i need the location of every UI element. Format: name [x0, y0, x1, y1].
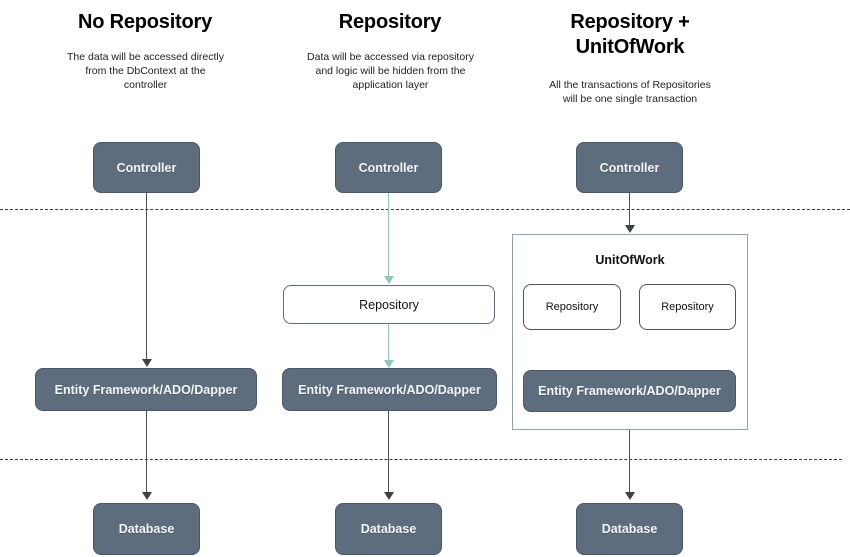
column-description-repository: Data will be accessed via repository and… — [307, 51, 474, 91]
layer-separator-bottom — [0, 459, 842, 460]
node-label: Controller — [358, 160, 419, 175]
node-label: Database — [360, 522, 417, 536]
node-label: Database — [601, 522, 658, 536]
node-label: Controller — [599, 160, 660, 175]
node-repository-1-col3[interactable]: Repository — [523, 284, 621, 330]
node-label: Entity Framework/ADO/Dapper — [54, 382, 238, 397]
column-description-no-repository: The data will be accessed directly from … — [67, 51, 224, 91]
connector-controller-to-unitofwork-col3 — [629, 193, 630, 226]
node-repository-col2[interactable]: Repository — [283, 285, 495, 324]
arrowhead-repository-col2 — [384, 276, 394, 284]
connector-repository-to-dataaccess-col2 — [388, 324, 389, 361]
node-controller-col3[interactable]: Controller — [576, 142, 683, 193]
arrowhead-unitofwork-col3 — [625, 225, 635, 233]
column-title-no-repository: No Repository — [77, 11, 213, 33]
arrowhead-database-col2 — [384, 492, 394, 500]
node-data-access-col2[interactable]: Entity Framework/ADO/Dapper — [282, 368, 497, 411]
node-database-col2[interactable]: Database — [335, 503, 442, 555]
node-controller-col1[interactable]: Controller — [93, 142, 200, 193]
connector-unitofwork-to-database-col3 — [629, 430, 630, 493]
node-data-access-col1[interactable]: Entity Framework/ADO/Dapper — [35, 368, 257, 411]
node-label: Repository — [359, 297, 419, 312]
layer-separator-top — [0, 209, 850, 210]
node-database-col1[interactable]: Database — [93, 503, 200, 555]
connector-dataaccess-to-database-col2 — [388, 411, 389, 493]
column-title-repository-unitofwork: Repository + UnitOfWork — [570, 11, 690, 58]
arrowhead-database-col3 — [625, 492, 635, 500]
node-repository-2-col3[interactable]: Repository — [639, 284, 736, 330]
node-label: Repository — [545, 301, 599, 313]
connector-controller-to-repository-col2 — [388, 193, 389, 277]
connector-controller-to-dataaccess-col1 — [146, 193, 147, 360]
column-description-repository-unitofwork: All the transactions of Repositories wil… — [549, 79, 711, 105]
unitofwork-title: UnitOfWork — [595, 253, 665, 267]
node-data-access-col3[interactable]: Entity Framework/ADO/Dapper — [523, 370, 736, 412]
node-label: Repository — [661, 301, 714, 313]
arrowhead-dataaccess-col1 — [142, 359, 152, 367]
node-label: Entity Framework/ADO/Dapper — [298, 382, 481, 397]
column-title-repository: Repository — [338, 11, 442, 33]
node-label: Entity Framework/ADO/Dapper — [538, 384, 721, 398]
arrowhead-dataaccess-col2 — [384, 360, 394, 368]
node-controller-col2[interactable]: Controller — [335, 142, 442, 193]
arrowhead-database-col1 — [142, 492, 152, 500]
node-database-col3[interactable]: Database — [576, 503, 683, 555]
connector-dataaccess-to-database-col1 — [146, 411, 147, 493]
node-label: Controller — [116, 160, 177, 175]
node-label: Database — [118, 522, 175, 536]
